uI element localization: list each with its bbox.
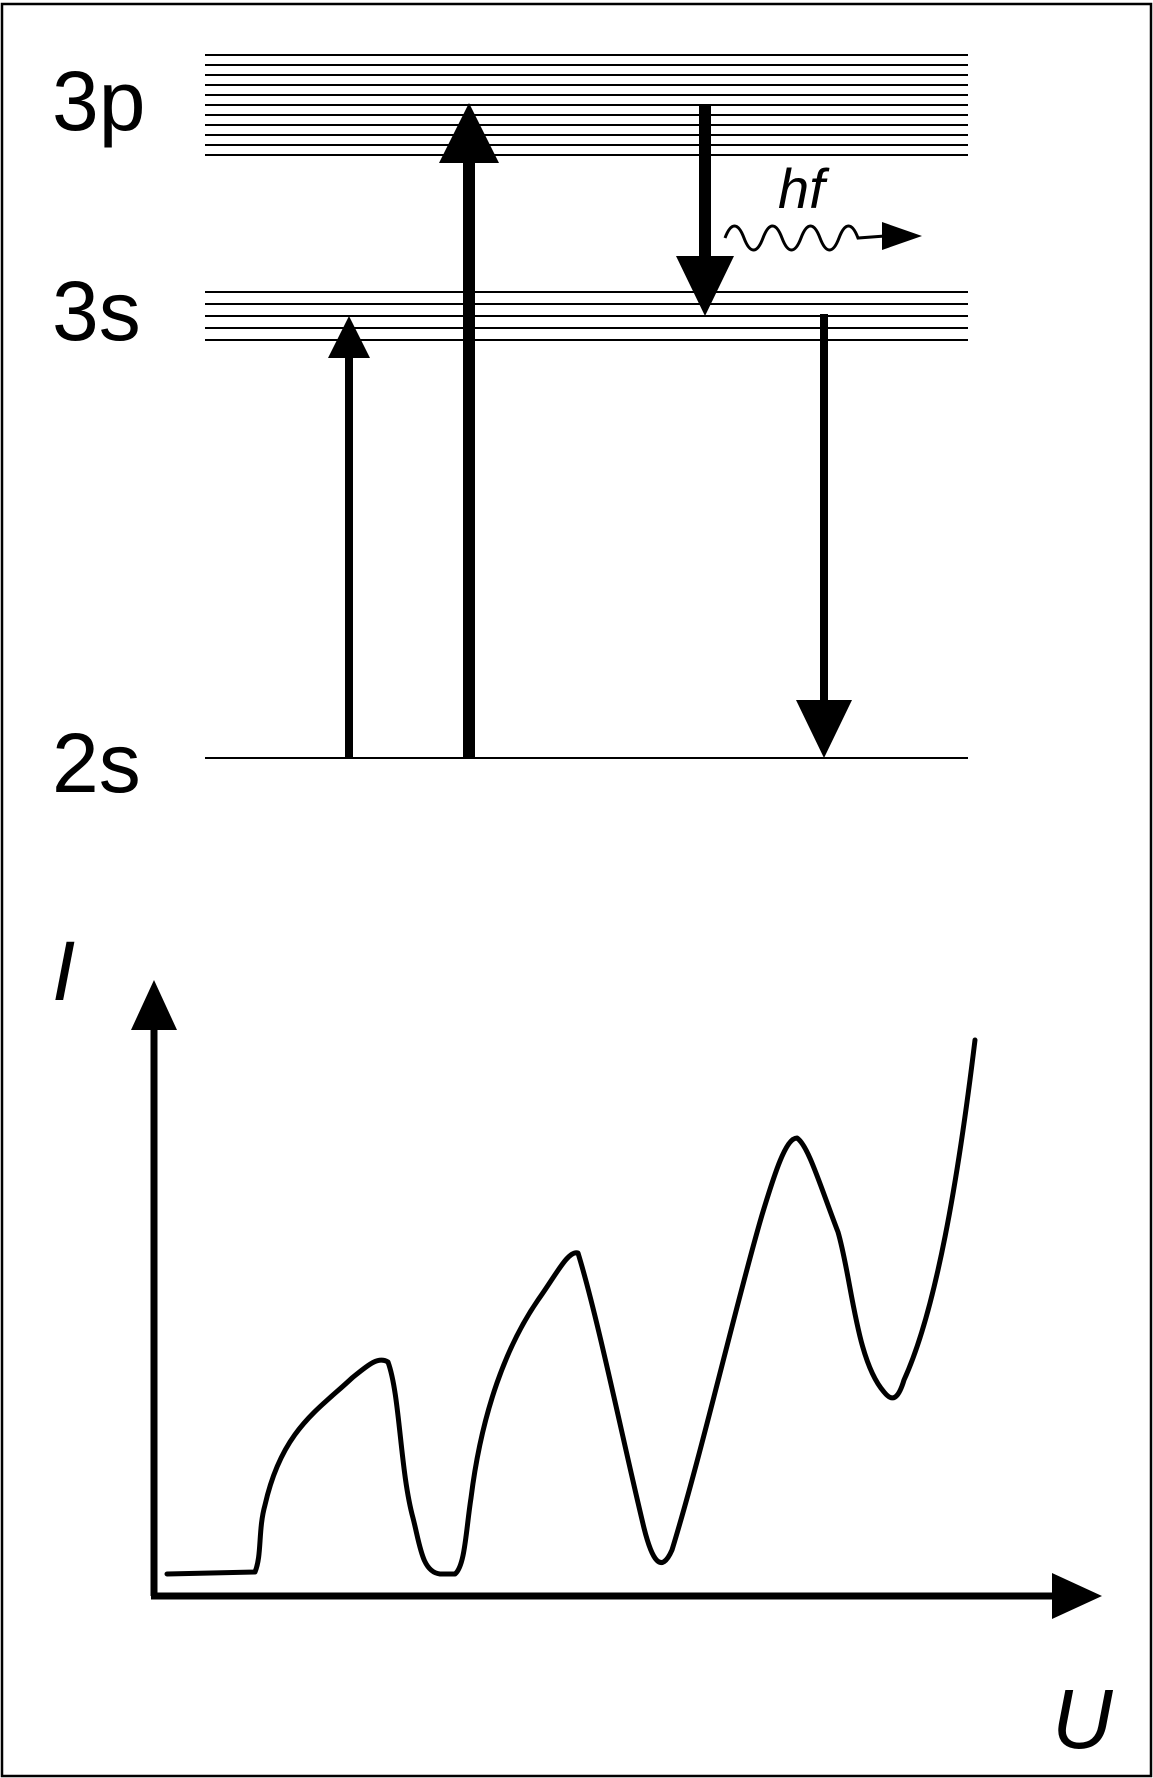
x-axis xyxy=(151,1573,1102,1619)
photon-wave xyxy=(723,222,922,252)
energy-level-diagram: 3p 3s 2s hf xyxy=(52,54,968,810)
y-axis xyxy=(131,980,177,1596)
x-axis-label: U xyxy=(1052,1672,1114,1766)
photon-energy-label: hf xyxy=(778,157,830,220)
current-voltage-graph: I U xyxy=(52,924,1114,1766)
excitation-arrow-to-3s xyxy=(328,316,370,758)
level-label-2s: 2s xyxy=(52,716,141,810)
level-label-3s: 3s xyxy=(52,264,141,358)
emission-arrow-3p-to-3s xyxy=(676,105,734,316)
y-axis-label: I xyxy=(52,924,75,1018)
current-curve xyxy=(164,1037,978,1577)
level-3s-band xyxy=(205,291,968,341)
excitation-arrow-to-3p xyxy=(439,103,499,758)
deexcitation-arrow-3s-to-2s xyxy=(796,314,852,758)
level-3p-band xyxy=(205,54,968,156)
level-label-3p: 3p xyxy=(52,54,145,148)
